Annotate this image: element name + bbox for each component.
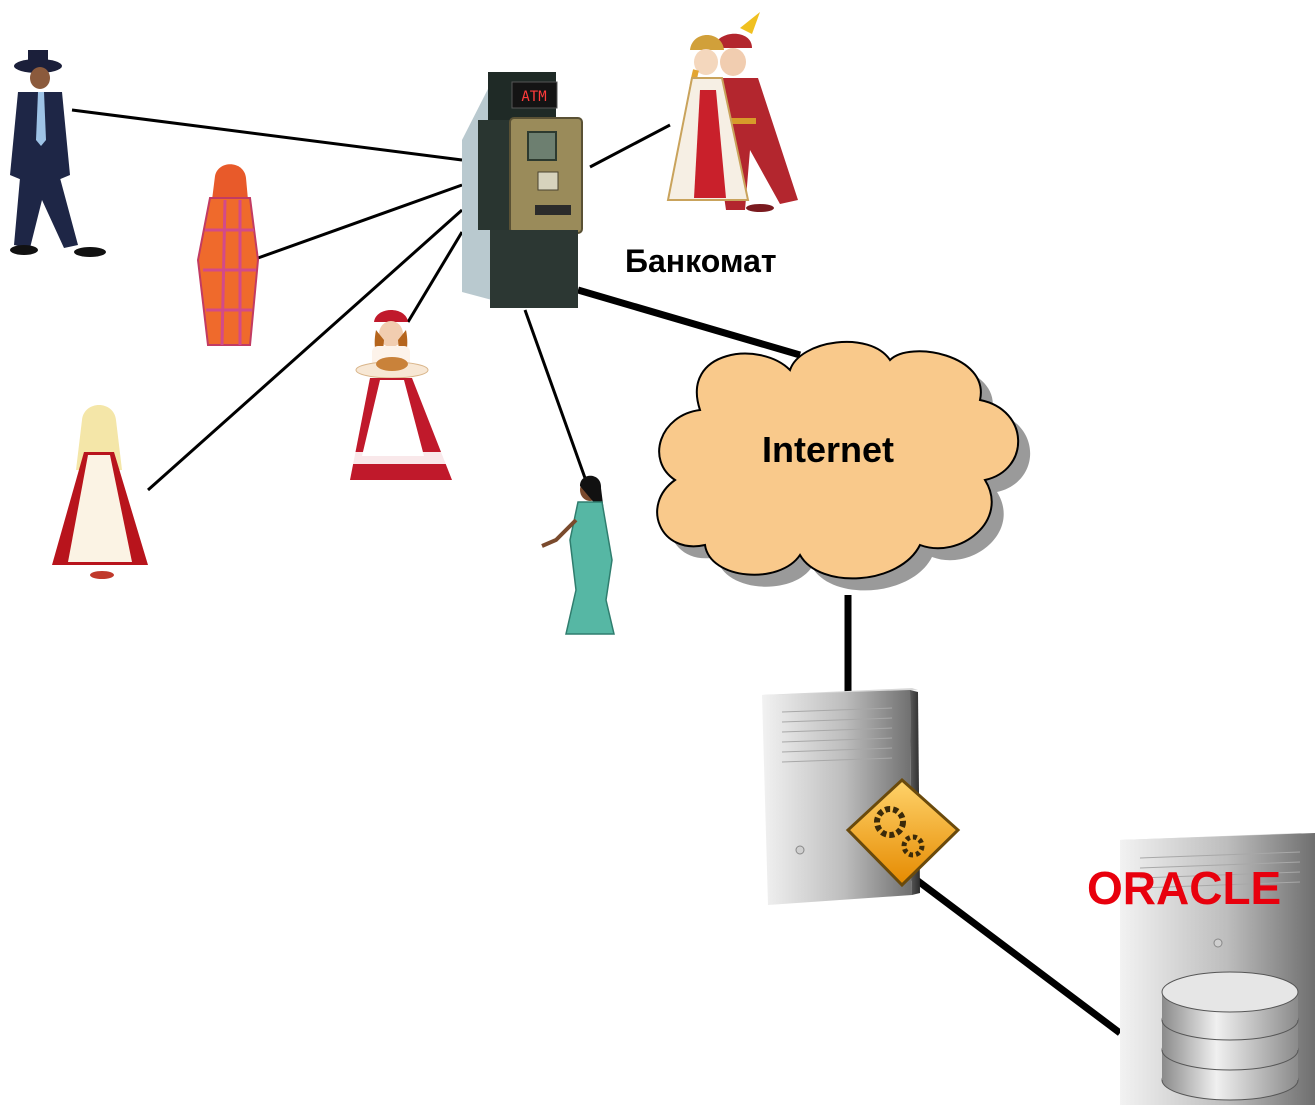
atm-base	[490, 230, 578, 308]
server-power-led	[795, 845, 805, 855]
bread	[376, 357, 408, 371]
person-woman-lace-dress-icon	[52, 405, 148, 579]
head	[30, 67, 50, 89]
sari	[565, 501, 615, 635]
sari-stripes	[203, 199, 256, 346]
woman-kokoshnik	[690, 35, 724, 50]
connection-atm-internet	[577, 286, 801, 359]
connection-man-suit	[71, 108, 463, 162]
atm-label: Банкомат	[625, 243, 777, 279]
gears-icon	[845, 777, 961, 888]
database-label: ORACLE	[1087, 862, 1281, 914]
db-server-vent-grid	[1139, 851, 1301, 889]
hat-crown	[28, 50, 48, 66]
person-woman-plaid-sari-icon	[196, 164, 260, 346]
atm-screen-sign	[511, 81, 558, 109]
shoe-right	[74, 247, 106, 257]
db-server-led	[1213, 938, 1223, 948]
shoe	[90, 571, 114, 579]
people-connections	[71, 108, 671, 492]
shoe-left	[10, 245, 38, 255]
man-belt	[722, 118, 756, 124]
connection-couple	[589, 123, 671, 169]
dress-panel	[694, 90, 726, 198]
person-woman-red-dress-icon	[350, 310, 452, 480]
atm-machine-icon: ATM	[462, 72, 583, 308]
atm-display	[527, 131, 557, 161]
gear-large	[874, 806, 906, 838]
boot	[746, 204, 774, 212]
person-couple-icon	[666, 12, 798, 212]
server-vent-grid	[781, 707, 893, 763]
internet-cloud: Internet	[656, 340, 1031, 591]
hat-feather	[740, 12, 760, 34]
person-woman-green-sari-icon	[541, 475, 615, 635]
arm	[541, 518, 578, 548]
connection-woman-green-sari	[523, 309, 587, 479]
dress-apron	[68, 455, 132, 562]
person-man-suit-icon	[10, 50, 106, 257]
head-cover	[212, 164, 248, 200]
man-head	[720, 48, 746, 76]
atm-card-slot	[535, 205, 571, 215]
database-stack-icon	[1161, 971, 1299, 1101]
connection-woman-lace-dress	[147, 208, 463, 492]
tie	[36, 92, 46, 146]
connection-woman-plaid-sari	[257, 183, 463, 260]
man-hat	[714, 33, 752, 48]
network-connections	[577, 286, 1123, 1036]
kokoshnik	[374, 310, 408, 322]
skirt-trim	[350, 452, 452, 464]
trousers	[14, 178, 78, 248]
atm-keypad	[537, 171, 559, 191]
gear-small	[901, 834, 925, 858]
connection-woman-red-dress	[406, 231, 464, 323]
woman-head	[694, 49, 718, 75]
atm-screen-text: ATM	[521, 89, 546, 105]
apron	[362, 380, 424, 456]
cloud-icon	[656, 340, 1020, 580]
cloud-label: Internet	[762, 429, 894, 470]
connection-server-database	[907, 872, 1123, 1036]
head	[379, 321, 403, 347]
gear-badge	[845, 777, 961, 888]
